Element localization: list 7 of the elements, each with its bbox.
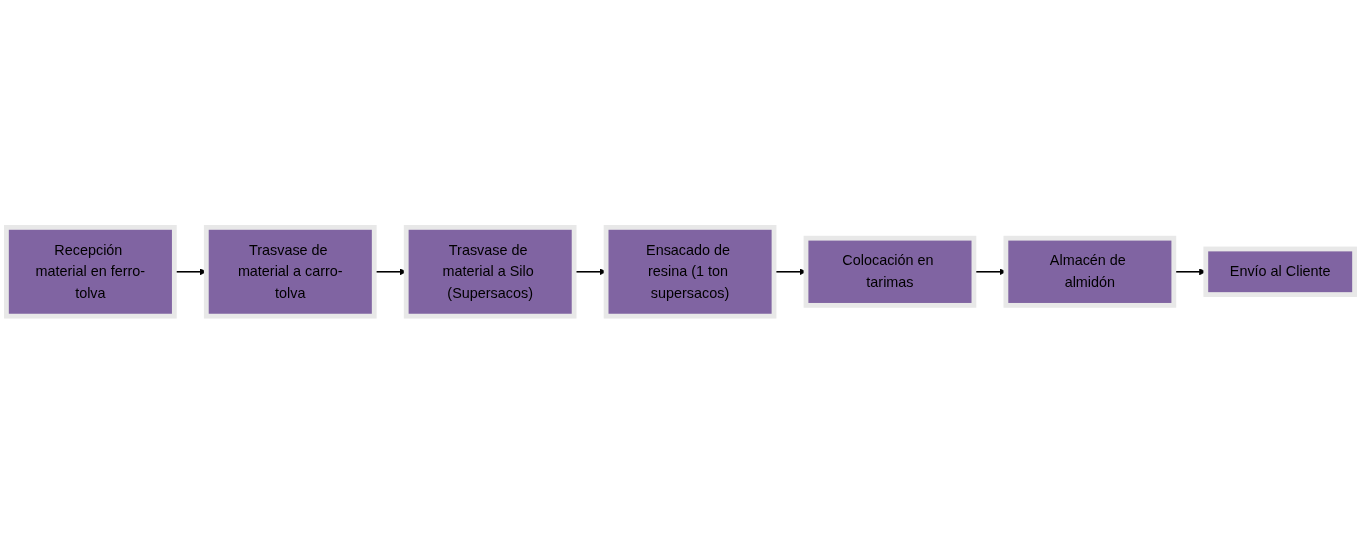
node-box: Trasvase de material a carro-tolva	[203, 224, 377, 319]
node-box: Colocación en tarimas	[803, 235, 977, 308]
node-box: Recepción material en ferro-tolva	[4, 224, 177, 319]
node-box: Ensacado de resina (1 ton supersacos)	[603, 224, 777, 319]
node-box: Almacén de almidón	[1003, 235, 1177, 308]
node-box: Trasvase de material a Silo (Supersacos)	[403, 224, 577, 319]
node-box: Envío al Cliente	[1203, 246, 1357, 297]
